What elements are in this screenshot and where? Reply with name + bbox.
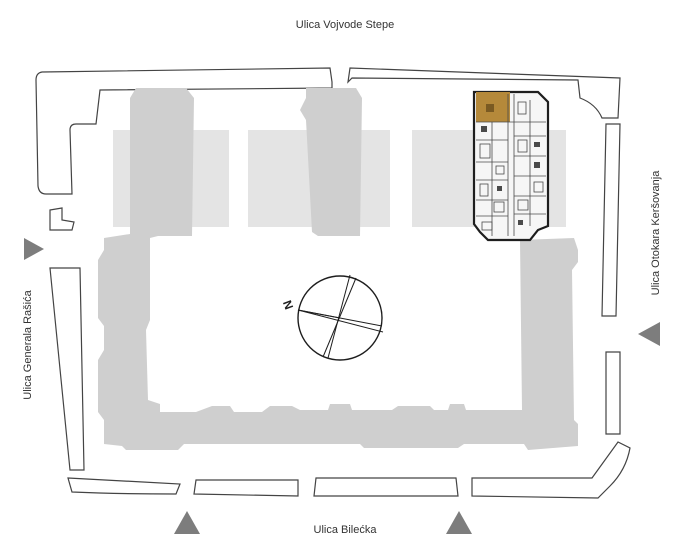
street-label-east: Ulica Otokara Keršovanja (650, 170, 662, 296)
highlighted-building (472, 90, 550, 242)
entrance-arrow-south-left-icon (174, 511, 200, 534)
entrance-arrow-east-icon (638, 322, 660, 346)
entrance-arrow-south-right-icon (446, 511, 472, 534)
entrance-arrows (24, 238, 660, 534)
compass-north-label: N (280, 299, 296, 312)
street-label-west: Ulica Generala Rašića (22, 290, 34, 400)
street-label-north: Ulica Vojvode Stepe (295, 19, 395, 31)
street-curbs (35, 67, 631, 499)
compass-icon: N (280, 274, 384, 361)
street-label-south: Ulica Bilećka (313, 524, 377, 536)
entrance-arrow-west-icon (24, 238, 44, 260)
building-footprint (98, 88, 578, 450)
